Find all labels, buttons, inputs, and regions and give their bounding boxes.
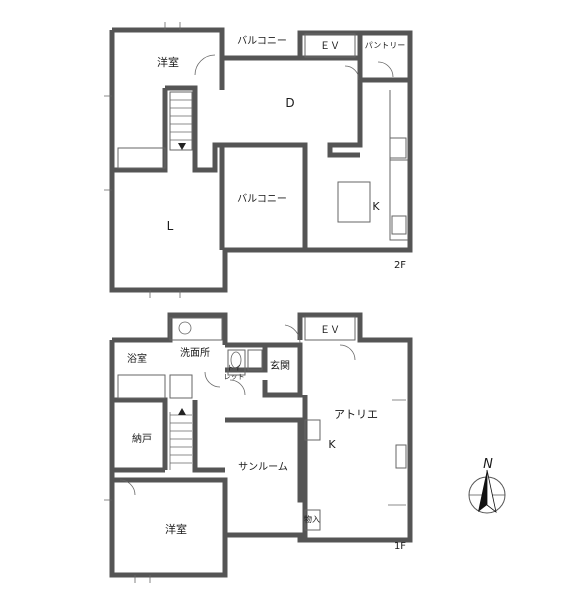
room-label-storage-1f: 物入 <box>304 514 320 524</box>
room-label-youshitsu-1f: 洋室 <box>165 522 187 536</box>
1f-fixtures <box>117 316 407 531</box>
room-label-youshitsu-2f: 洋室 <box>157 55 179 69</box>
floor-label-1f: 1F <box>394 541 406 552</box>
room-label-ev-1f: ＥＶ <box>320 325 340 336</box>
wall-2f-east <box>300 80 413 253</box>
washbasin-icon <box>178 321 192 335</box>
floor-1f: 浴室 洗面所 トイ レット ＥＶ 玄関 アトリエ K 納戸 サンルーム 物入 洋… <box>104 312 413 583</box>
stairs-1f <box>169 412 192 470</box>
doors-1f <box>104 324 406 583</box>
wall-2f-interior <box>112 33 410 250</box>
room-label-balcony-top-2f: バルコニー <box>237 35 287 47</box>
wall-1f-outer <box>109 312 413 578</box>
floor-2f: 洋室 バルコニー ＥＶ パントリー D バルコニー K L 2F <box>104 22 413 298</box>
wall-1f-interior <box>112 342 308 540</box>
2f-fixtures <box>117 33 408 241</box>
room-label-dining-2f: D <box>285 96 294 110</box>
room-label-bath-1f: 浴室 <box>127 352 147 365</box>
stair-arrow-up-icon <box>178 408 186 415</box>
room-label-pantry-2f: パントリー <box>365 41 405 50</box>
wall-2f-west-upper <box>109 30 300 293</box>
doors-2f <box>104 22 394 298</box>
stairs-2f <box>170 99 192 141</box>
toilet-bowl-icon <box>230 351 242 369</box>
room-label-sunroom-1f: サンルーム <box>238 461 288 473</box>
stair-arrow-icon <box>178 143 186 150</box>
floor-label-2f: 2F <box>394 260 406 271</box>
room-label-toilet-1f-line2: レット <box>224 373 245 381</box>
compass: N <box>468 457 506 514</box>
room-label-washroom-1f: 洗面所 <box>180 347 210 359</box>
room-label-nando-1f: 納戸 <box>132 432 152 445</box>
north-arrow-icon <box>478 470 487 512</box>
north-arrow-outline-icon <box>486 469 497 513</box>
room-label-living-2f: L <box>167 219 174 233</box>
room-label-balcony-mid-2f: バルコニー <box>237 193 287 205</box>
room-label-toilet-1f: トイ <box>227 364 241 372</box>
room-label-ev-2f: ＥＶ <box>320 41 340 52</box>
room-label-atelier-1f: アトリエ <box>334 408 378 421</box>
room-label-entrance-1f: 玄関 <box>270 359 290 372</box>
room-label-kitchen-2f: K <box>372 200 380 213</box>
compass-label: N <box>483 457 493 472</box>
room-label-kitchen-1f: K <box>328 438 336 451</box>
